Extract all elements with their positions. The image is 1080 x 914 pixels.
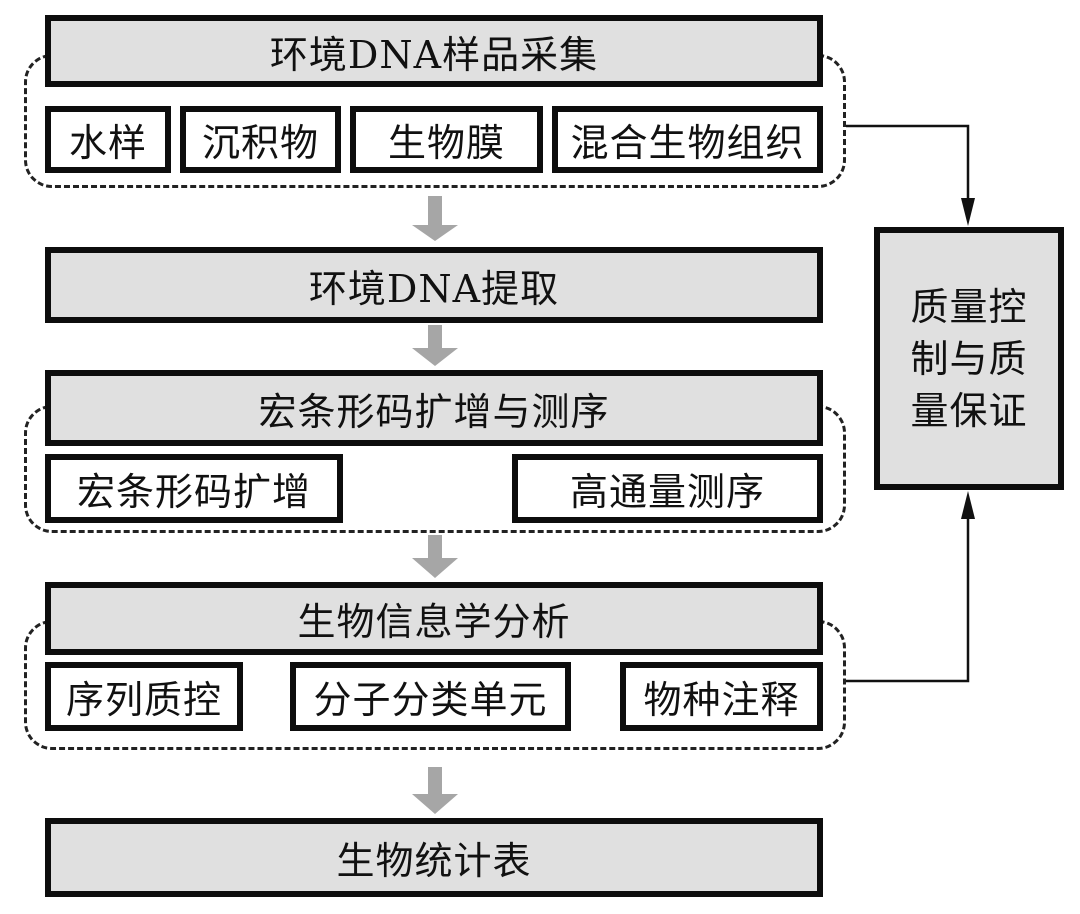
substep-metabarcode-amplification: 宏条形码扩增 bbox=[45, 454, 343, 523]
substep-label: 分子分类单元 bbox=[313, 678, 548, 722]
connector-sampling-to-qc bbox=[846, 124, 970, 205]
substep-label: 高通量测序 bbox=[569, 470, 765, 514]
step-label: 宏条形码扩增与测序 bbox=[258, 389, 610, 434]
step-bio-statistics: 生物统计表 bbox=[45, 818, 823, 897]
qc-connectors bbox=[846, 124, 970, 683]
substep-label: 宏条形码扩增 bbox=[76, 470, 311, 514]
arrowhead-up-icon bbox=[961, 491, 975, 519]
substep-label: 混合生物组织 bbox=[570, 121, 805, 165]
substep-water-sample: 水样 bbox=[45, 106, 171, 173]
substep-high-throughput-sequencing: 高通量测序 bbox=[512, 454, 823, 523]
flow-arrow-3-to-4 bbox=[412, 535, 458, 578]
step-metabarcoding: 宏条形码扩增与测序 bbox=[45, 370, 823, 446]
substep-mixed-tissue: 混合生物组织 bbox=[552, 106, 823, 173]
arrowhead-down-icon bbox=[961, 198, 975, 226]
step-sample-collection: 环境DNA样品采集 bbox=[45, 15, 823, 87]
step-label: 环境DNA提取 bbox=[308, 266, 560, 311]
flow-arrow-4-to-5 bbox=[412, 767, 458, 814]
step-dna-extraction: 环境DNA提取 bbox=[45, 247, 823, 323]
connector-bioinformatics-to-qc bbox=[846, 512, 970, 683]
substep-label: 沉积物 bbox=[201, 121, 319, 165]
qc-label-line-2: 制与质 bbox=[910, 336, 1028, 381]
qc-label-line-3: 量保证 bbox=[910, 388, 1028, 433]
step-bioinformatics: 生物信息学分析 bbox=[45, 582, 823, 655]
substep-label: 生物膜 bbox=[387, 121, 505, 165]
substep-sediment: 沉积物 bbox=[180, 106, 341, 173]
substep-species-annotation: 物种注释 bbox=[620, 662, 823, 731]
flow-arrow-1-to-2 bbox=[412, 196, 458, 241]
substep-otu: 分子分类单元 bbox=[290, 662, 571, 731]
flow-arrow-2-to-3 bbox=[412, 325, 458, 366]
step-label: 生物信息学分析 bbox=[297, 600, 571, 644]
substep-biofilm: 生物膜 bbox=[350, 106, 543, 173]
step-label: 环境DNA样品采集 bbox=[269, 32, 599, 77]
substep-label: 序列质控 bbox=[65, 678, 222, 722]
substep-sequence-qc: 序列质控 bbox=[45, 662, 243, 731]
substep-label: 水样 bbox=[68, 121, 147, 165]
qc-label-line-1: 质量控 bbox=[910, 284, 1028, 329]
substep-label: 物种注释 bbox=[643, 678, 800, 722]
flow-arrows bbox=[412, 196, 458, 814]
step-label: 生物统计表 bbox=[336, 839, 532, 883]
quality-control-box: 质量控 制与质 量保证 bbox=[874, 227, 1064, 490]
